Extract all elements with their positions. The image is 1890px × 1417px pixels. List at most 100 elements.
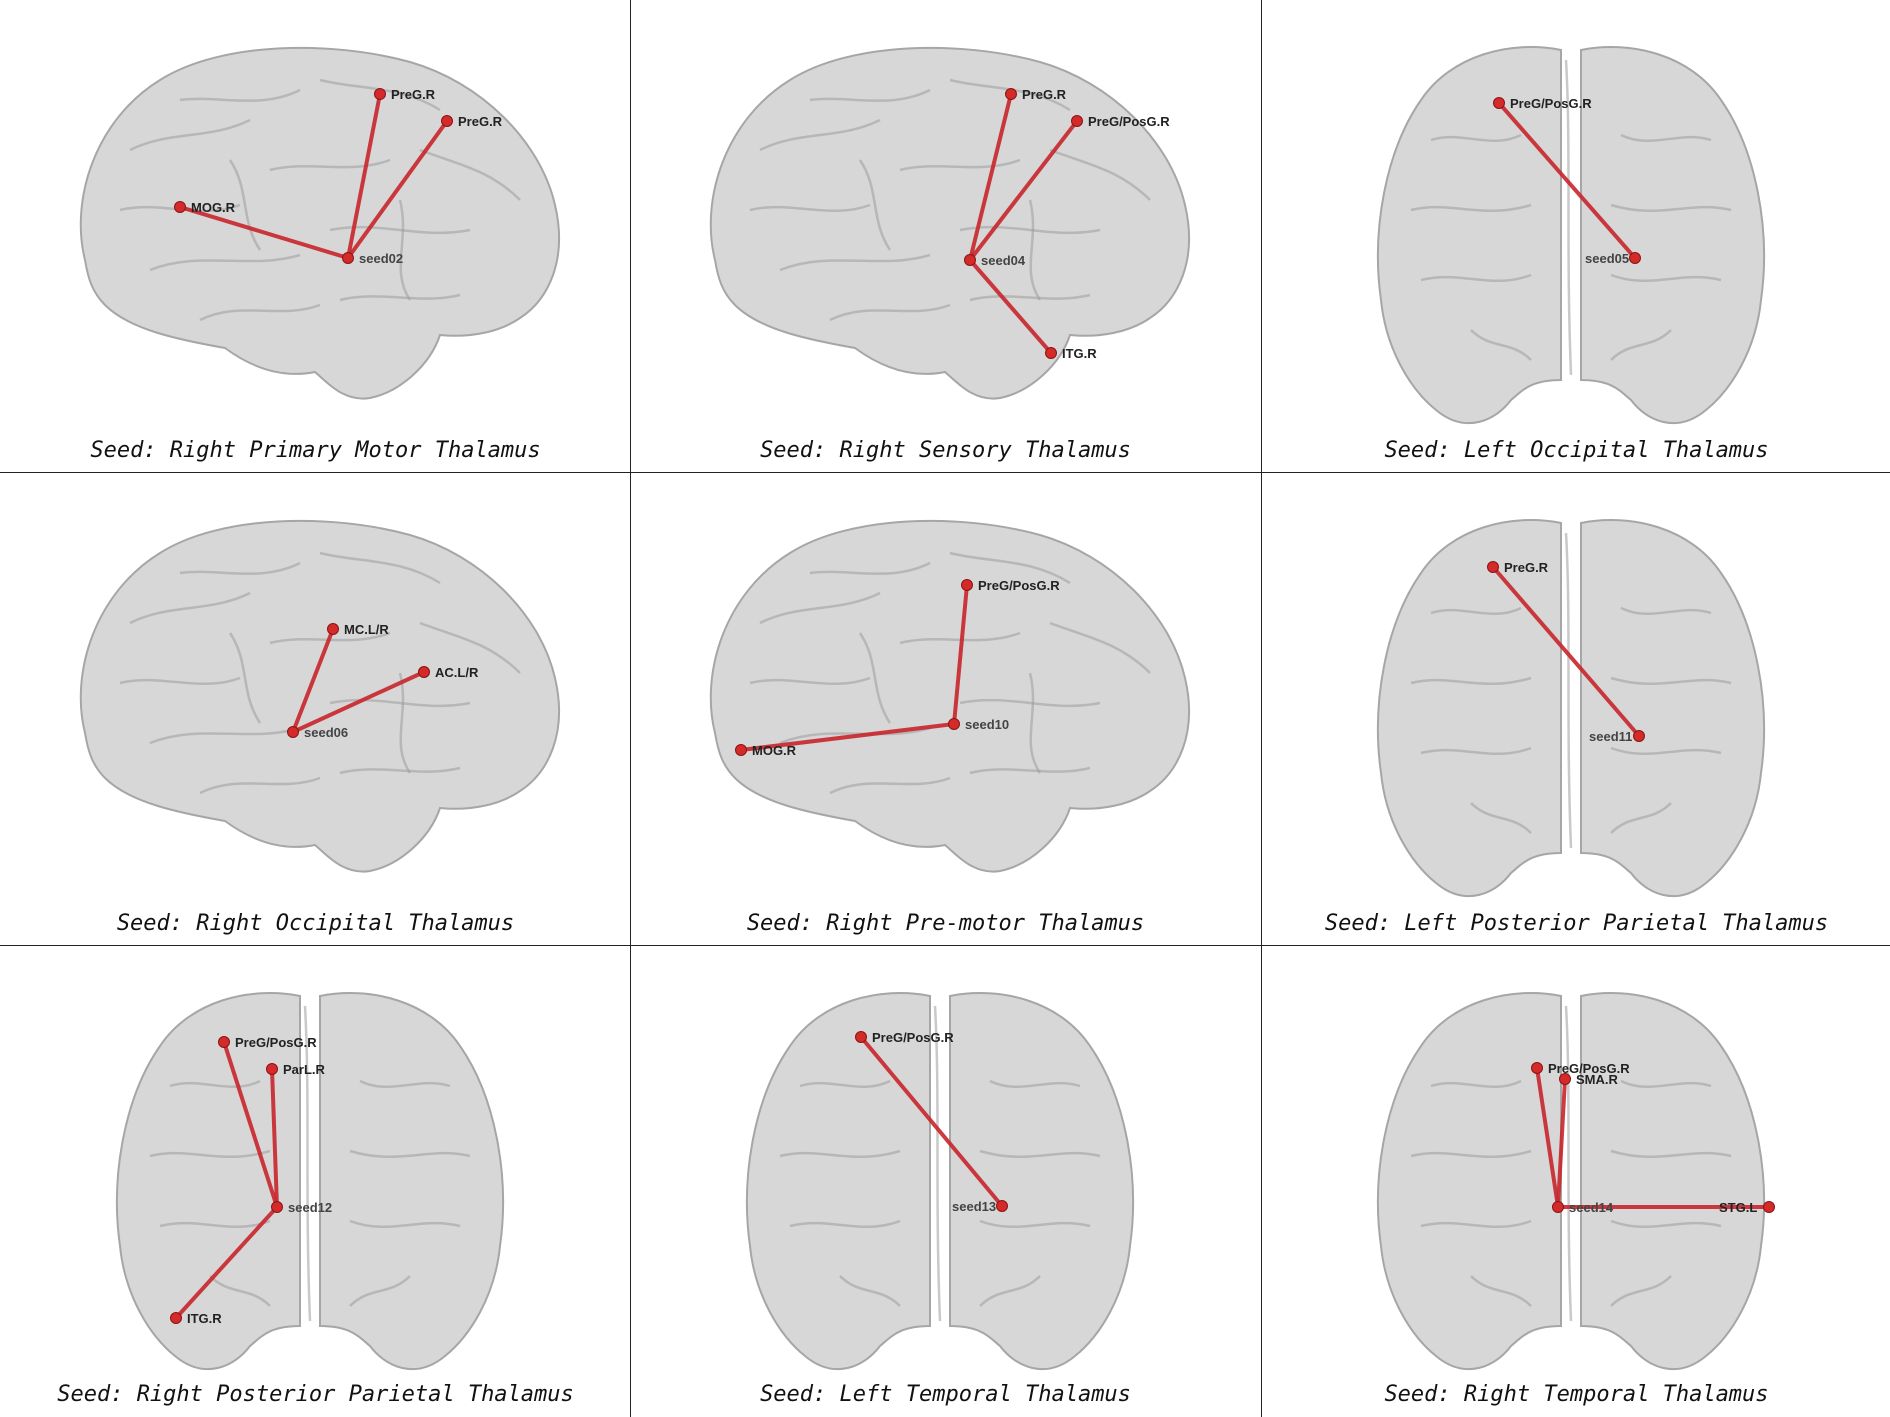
brain-surface <box>1376 46 1766 425</box>
brain-fold <box>1620 606 1712 616</box>
connection-edge <box>968 258 1053 355</box>
panel-caption-8: Seed: Left Temporal Thalamus <box>760 1382 1131 1407</box>
brain-fold <box>339 293 461 302</box>
target-node <box>1005 88 1017 100</box>
brain-fold <box>349 1149 471 1158</box>
seed-label: seed14 <box>1569 1200 1614 1215</box>
brain-outline <box>709 46 1190 400</box>
brain-fold <box>969 293 1091 302</box>
brain-fold <box>1430 133 1522 143</box>
brain-fold <box>329 698 471 708</box>
brain-fold <box>398 672 412 774</box>
target-label: MOG.R <box>752 743 797 758</box>
brain-fold <box>169 1079 261 1089</box>
brain-fold <box>979 1149 1101 1158</box>
brain-fold <box>339 766 461 775</box>
target-label: PreG.R <box>458 114 503 129</box>
brain-fold <box>809 88 931 102</box>
target-label: PreG/PosG.R <box>1548 1061 1630 1076</box>
brain-fold <box>779 726 931 745</box>
brain-right-hemisphere <box>949 992 1135 1371</box>
brain-surface <box>79 519 560 873</box>
seed-node <box>1552 1201 1564 1213</box>
target-node <box>170 1312 182 1324</box>
target-label: PreG.R <box>391 87 436 102</box>
brain-fold <box>1049 148 1151 201</box>
connection-edge <box>174 1205 279 1320</box>
brain-fold <box>349 1219 461 1229</box>
brain-fold <box>319 551 441 585</box>
target-node <box>1559 1073 1571 1085</box>
brain-fold <box>419 148 521 201</box>
connection-edge <box>859 1035 1004 1208</box>
brain-right-hemisphere <box>1580 519 1766 898</box>
brain-fold <box>179 88 301 102</box>
brain-fold <box>228 632 262 724</box>
brain-fold <box>329 225 471 235</box>
panel-caption-9: Seed: Right Temporal Thalamus <box>1384 1382 1769 1407</box>
target-label: PreG/PosG.R <box>1088 114 1170 129</box>
seed-node <box>1629 252 1641 264</box>
brain-fold <box>269 158 391 172</box>
target-node <box>441 115 453 127</box>
target-label: PreG/PosG.R <box>1510 96 1592 111</box>
brain-fold <box>829 303 951 322</box>
connection-edge <box>222 1040 279 1209</box>
brain-fold <box>228 159 262 251</box>
panel-caption-6: Seed: Left Posterior Parietal Thalamus <box>1324 911 1829 936</box>
target-label: PreG/PosG.R <box>235 1035 317 1050</box>
brain-fold <box>809 561 931 575</box>
target-node <box>418 666 430 678</box>
brain-fold <box>1620 133 1712 143</box>
seed-label: seed05 <box>1585 251 1629 266</box>
brain-fold <box>969 766 1091 775</box>
brain-fold <box>899 158 1021 172</box>
brain-fold <box>119 676 241 685</box>
target-node <box>1493 97 1505 109</box>
brain-fold <box>1410 676 1532 685</box>
brain-fold <box>789 1219 901 1229</box>
target-label: ITG.R <box>187 1311 222 1326</box>
connection-edge <box>1535 1066 1560 1209</box>
connection-edge <box>1491 565 1641 738</box>
brain-surface <box>79 46 560 400</box>
connection-edge <box>1556 1077 1567 1209</box>
brain-fold <box>1470 1275 1532 1307</box>
target-node <box>1071 115 1083 127</box>
target-label: AC.L/R <box>435 665 479 680</box>
connection-edge <box>178 205 350 260</box>
seed-label: seed12 <box>288 1200 332 1215</box>
brain-fold <box>419 621 521 674</box>
brain-fold <box>149 253 301 272</box>
brain-fold <box>1610 203 1732 212</box>
target-label: MOG.R <box>191 200 236 215</box>
brain-fold <box>1610 273 1722 283</box>
brain-fold <box>1620 1079 1712 1089</box>
brain-left-hemisphere <box>115 992 301 1371</box>
brain-fold <box>1430 606 1522 616</box>
connection-edge <box>346 119 449 260</box>
connection-edge <box>270 1067 279 1209</box>
target-node <box>266 1063 278 1075</box>
brain-fold <box>149 1149 271 1158</box>
brain-left-hemisphere <box>1376 46 1562 425</box>
brain-fold <box>1610 676 1732 685</box>
seed-node <box>342 252 354 264</box>
target-label: SMA.R <box>1576 1072 1619 1087</box>
connection-edge <box>952 583 969 726</box>
target-label: PreG/PosG.R <box>872 1030 954 1045</box>
target-node <box>218 1036 230 1048</box>
seed-node <box>996 1200 1008 1212</box>
seed-label: seed06 <box>304 725 348 740</box>
brain-fold <box>129 591 251 625</box>
seed-label: seed13 <box>952 1199 996 1214</box>
grid-divider-v2 <box>1261 0 1262 1417</box>
panel-caption-2: Seed: Right Sensory Thalamus <box>760 438 1131 463</box>
